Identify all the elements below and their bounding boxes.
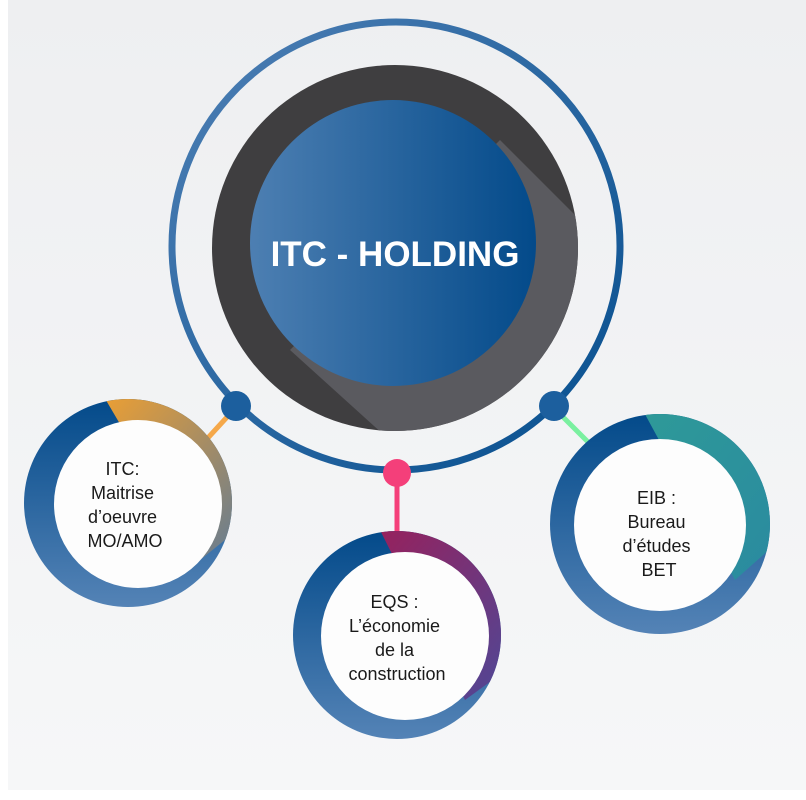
- core-circle: [250, 100, 536, 386]
- entity-eqs-label: EQS : L’économie de la construction: [348, 592, 445, 684]
- connector-eib: [560, 414, 590, 444]
- entity-eib-label: EIB : Bureau d’études BET: [622, 488, 695, 580]
- entity-eib: EIB : Bureau d’études BET: [550, 414, 770, 634]
- connector-itc: [204, 414, 230, 442]
- center-title: ITC - HOLDING: [271, 235, 520, 274]
- node-dot-eib: [539, 391, 569, 421]
- node-dot-eqs: [383, 459, 411, 487]
- entity-itc-label: ITC: Maitrise d’oeuvre MO/AMO: [88, 459, 163, 551]
- node-dot-itc: [221, 391, 251, 421]
